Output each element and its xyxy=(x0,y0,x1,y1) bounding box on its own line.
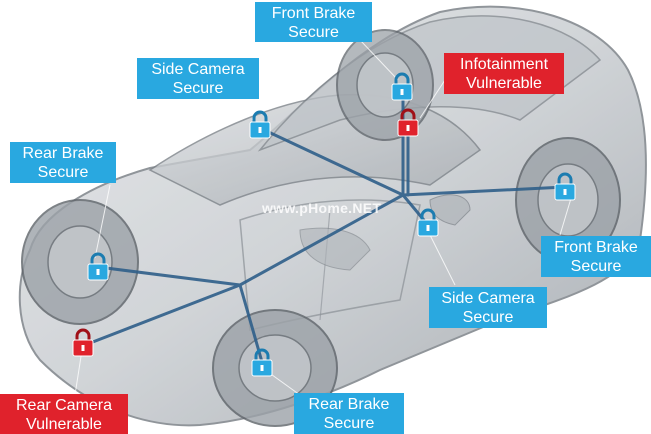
label-side-camera-right: Side Camera Secure xyxy=(429,287,547,328)
lock-closed-icon xyxy=(249,110,271,139)
wire-rear-brake-left xyxy=(96,265,242,287)
wire-rear-camera xyxy=(83,283,242,347)
wire-backbone xyxy=(238,193,405,287)
watermark: www.pHome.NET xyxy=(262,200,382,216)
lock-open-icon xyxy=(397,108,419,137)
wire-side-camera-left xyxy=(258,126,405,197)
lock-closed-icon xyxy=(87,252,109,281)
label-rear-brake-bottom: Rear Brake Secure xyxy=(294,393,404,434)
label-rear-brake-left: Rear Brake Secure xyxy=(10,142,116,183)
label-infotainment: Infotainment Vulnerable xyxy=(444,53,564,94)
wire-rear-brake-bottom xyxy=(238,283,264,364)
label-side-camera-left: Side Camera Secure xyxy=(137,58,259,99)
label-front-brake-right: Front Brake Secure xyxy=(541,236,651,277)
lock-open-icon xyxy=(72,328,94,357)
lock-closed-icon xyxy=(251,348,273,377)
lock-closed-icon xyxy=(554,172,576,201)
label-rear-camera: Rear Camera Vulnerable xyxy=(0,394,128,434)
label-front-brake-top: Front Brake Secure xyxy=(255,2,372,42)
lock-closed-icon xyxy=(417,208,439,237)
lock-closed-icon xyxy=(391,72,413,101)
wire-front-brake-right xyxy=(401,185,567,197)
